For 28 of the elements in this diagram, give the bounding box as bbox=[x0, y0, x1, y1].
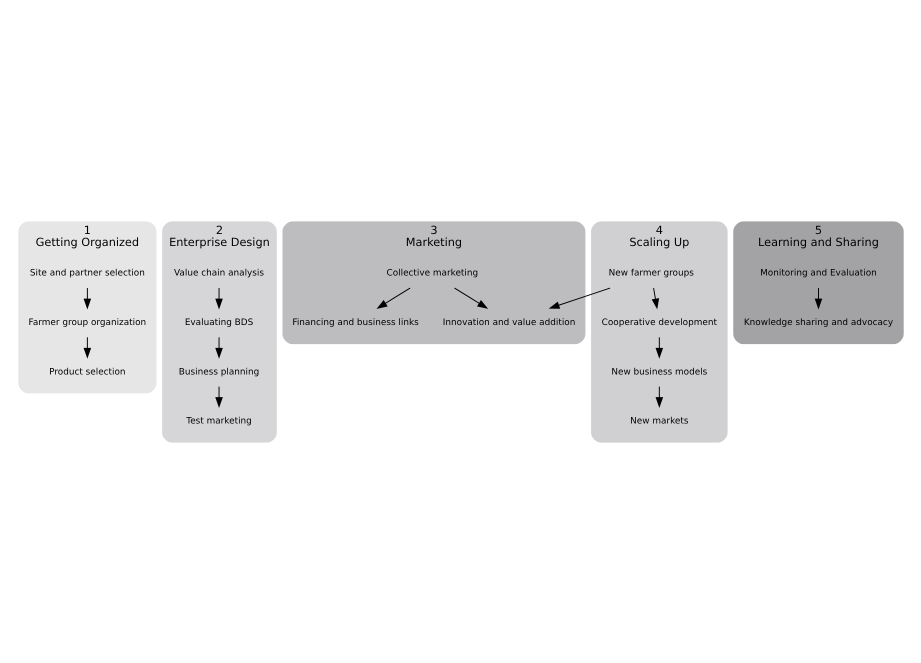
arrow bbox=[214, 336, 222, 358]
arrow bbox=[454, 287, 488, 308]
node-text: Value chain analysis bbox=[174, 268, 264, 278]
node-text: Product selection bbox=[48, 366, 126, 377]
node-text: Site and partner selection bbox=[29, 268, 144, 278]
arrow bbox=[214, 287, 222, 309]
arrow bbox=[814, 287, 822, 309]
node-text: Farmer group organization bbox=[28, 317, 146, 328]
node-text: Evaluating BDS bbox=[184, 317, 253, 328]
arrow bbox=[83, 336, 91, 358]
arrow bbox=[83, 287, 91, 309]
arrow bbox=[655, 336, 663, 358]
arrow bbox=[376, 287, 410, 308]
node-text: Monitoring and Evaluation bbox=[760, 268, 876, 278]
node-text: Knowledge sharing and advocacy bbox=[743, 317, 893, 328]
arrow bbox=[548, 287, 610, 308]
node-text: Innovation and value addition bbox=[442, 317, 575, 328]
node-text: Business planning bbox=[178, 366, 259, 377]
arrow bbox=[651, 287, 659, 309]
node-text: Collective marketing bbox=[386, 268, 478, 278]
node-text: Test marketing bbox=[186, 416, 252, 426]
node-text: New business models bbox=[610, 366, 707, 377]
arrow bbox=[214, 386, 222, 408]
node-text: New markets bbox=[630, 416, 688, 426]
node-text: Cooperative development bbox=[601, 317, 716, 328]
arrow bbox=[655, 386, 663, 408]
node-text: New farmer groups bbox=[608, 268, 694, 278]
node-text: Financing and business links bbox=[292, 317, 418, 328]
